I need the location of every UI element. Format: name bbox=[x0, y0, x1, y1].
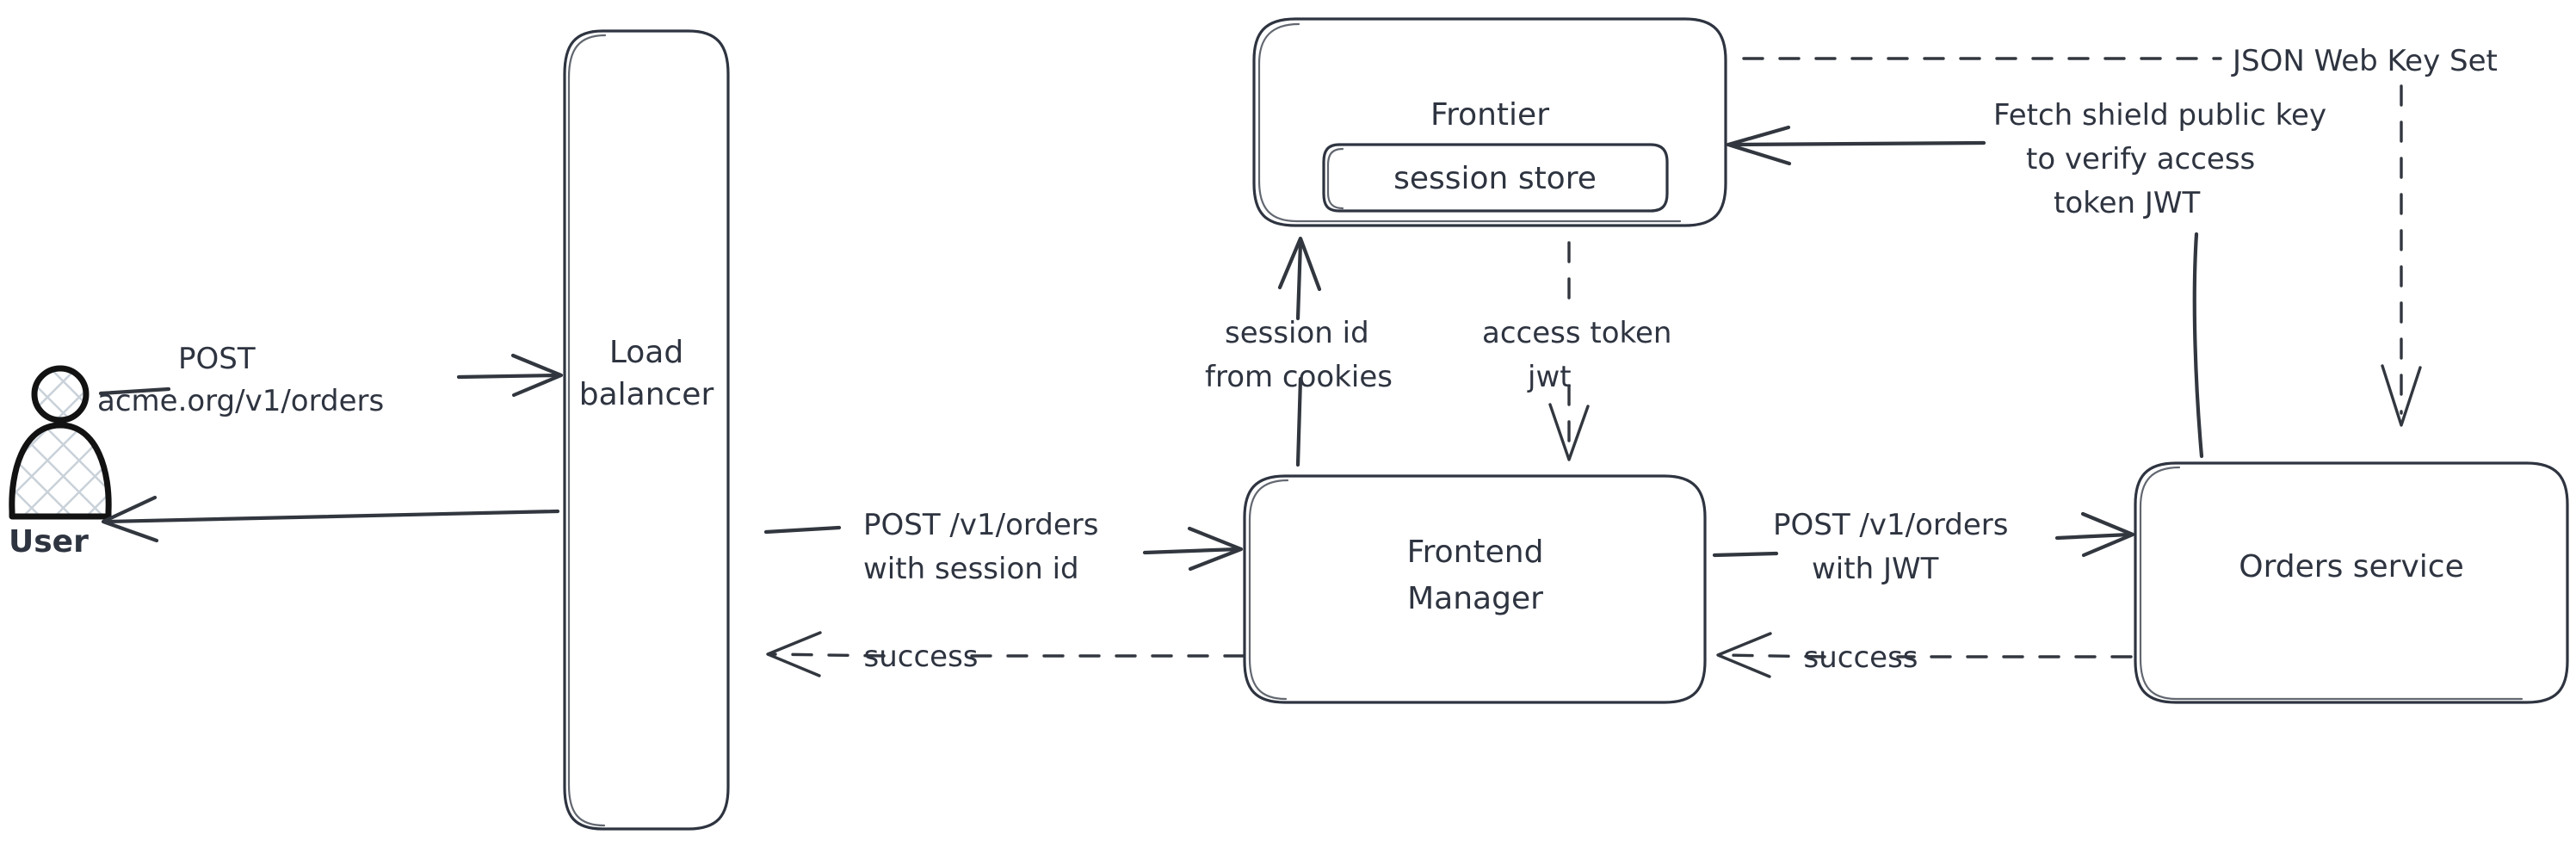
edge-fm-to-lb-success bbox=[766, 631, 1245, 677]
edge-frontier-to-fm bbox=[1548, 241, 1590, 461]
user-figure-icon bbox=[9, 365, 112, 520]
edge-frontier-to-fm-label-line1: access token bbox=[1482, 316, 1671, 350]
edge-frontier-to-fm-label-line2: jwt bbox=[1527, 360, 1572, 394]
edge-lb-to-user bbox=[101, 495, 560, 543]
frontier-label: Frontier bbox=[1430, 97, 1549, 133]
node-load-balancer[interactable] bbox=[563, 29, 730, 831]
edge-user-to-lb-label-line2: acme.org/v1/orders bbox=[97, 384, 384, 418]
edge-orders-to-fm-success-label: success bbox=[1804, 640, 1918, 675]
edge-fm-to-frontier bbox=[1277, 236, 1322, 467]
node-frontier[interactable] bbox=[1252, 17, 1727, 227]
frontend-manager-label-line2: Manager bbox=[1407, 581, 1543, 616]
edge-fm-to-frontier-label-line2: from cookies bbox=[1205, 360, 1393, 394]
edge-orders-to-frontier-fetch-label-line2: to verify access bbox=[2026, 142, 2255, 176]
edge-lb-to-fm bbox=[763, 525, 1244, 572]
edge-frontier-to-orders-jwks bbox=[1742, 57, 2422, 427]
orders-service-label: Orders service bbox=[2239, 549, 2463, 584]
node-session-store[interactable] bbox=[1322, 143, 1669, 213]
edge-fm-to-frontier-label-line1: session id bbox=[1225, 316, 1369, 350]
edge-lb-to-fm-label-line1: POST /v1/orders bbox=[863, 508, 1098, 542]
edge-orders-to-frontier-fetch-label-line3: token JWT bbox=[2054, 186, 2201, 220]
load-balancer-label-line1: Load bbox=[609, 335, 683, 370]
edge-frontier-to-orders-jwks-label: JSON Web Key Set bbox=[2231, 44, 2498, 78]
load-balancer-label-line2: balancer bbox=[579, 377, 714, 412]
edge-orders-to-fm-success bbox=[1716, 632, 2133, 678]
edge-fm-to-orders bbox=[1712, 511, 2135, 558]
node-frontend-manager[interactable] bbox=[1243, 474, 1707, 704]
session-store-label: session store bbox=[1393, 161, 1597, 196]
edge-orders-to-frontier-fetch-label-line1: Fetch shield public key bbox=[1993, 98, 2326, 133]
edge-user-to-lb bbox=[98, 353, 564, 398]
user-label: User bbox=[9, 524, 89, 560]
edge-lb-to-fm-label-line2: with session id bbox=[863, 552, 1079, 586]
edge-fm-to-orders-label-line1: POST /v1/orders bbox=[1773, 508, 2008, 542]
edge-fm-to-orders-label-line2: with JWT bbox=[1812, 552, 1939, 586]
edge-fm-to-lb-success-label: success bbox=[864, 640, 979, 674]
frontend-manager-label-line1: Frontend bbox=[1407, 535, 1544, 570]
edge-user-to-lb-label-line1: POST bbox=[178, 342, 256, 376]
node-orders-service[interactable] bbox=[2134, 461, 2569, 704]
edge-orders-to-frontier-fetch bbox=[1726, 125, 2204, 459]
